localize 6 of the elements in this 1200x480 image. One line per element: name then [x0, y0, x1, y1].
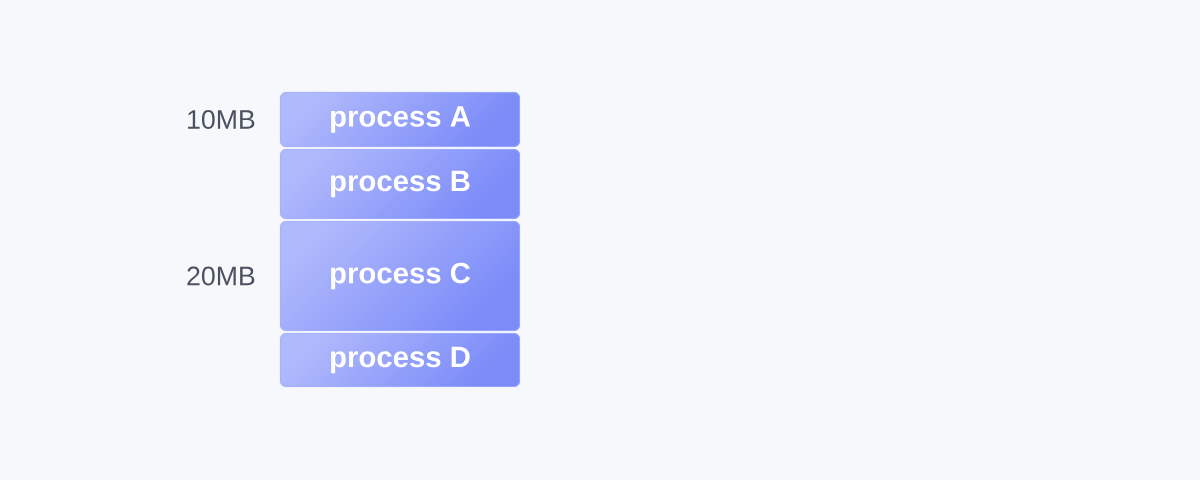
process-label: process D	[331, 346, 470, 374]
size-label: 10MB	[188, 110, 255, 129]
process-label: process A	[331, 106, 471, 133]
process-label: process C	[331, 262, 471, 290]
process-label: process B	[331, 170, 470, 198]
size-label: 20MB	[187, 266, 255, 286]
